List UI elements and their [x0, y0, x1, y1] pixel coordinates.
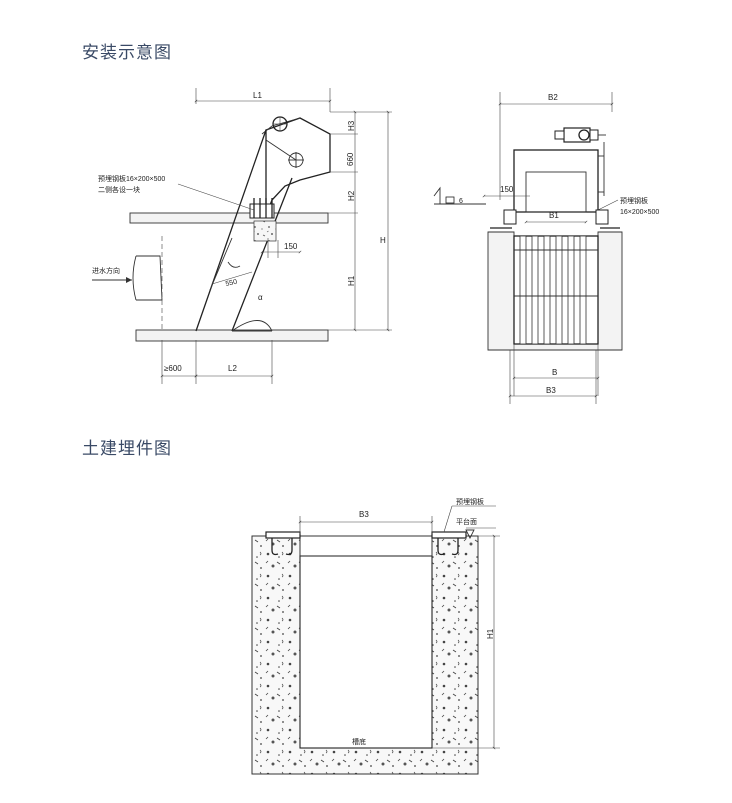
dim-150: 150 [284, 242, 298, 251]
screen-bars [514, 235, 598, 345]
dim-B3: B3 [546, 386, 556, 395]
civil-view: B3 预埋钢板 平台面 H1 槽底 [251, 497, 500, 775]
pit-void [299, 555, 433, 749]
dim-660: 660 [346, 152, 355, 166]
right-embedded-plate [431, 531, 467, 556]
weld-6: 6 [459, 198, 463, 205]
civil-dim-B3: B3 [359, 510, 369, 519]
lower-floor-slab [135, 329, 329, 342]
front-housing [513, 149, 599, 213]
side-view: L1 α 预埋钢板16×200×500 二侧各设一块 [92, 88, 392, 384]
dim-H1: H1 [347, 275, 356, 286]
dim-H2: H2 [347, 190, 356, 201]
frame-left-rail [195, 129, 267, 332]
dim-B2: B2 [548, 93, 558, 102]
plate-note-2: 二侧各设一块 [98, 185, 140, 194]
pit-bottom-label: 槽底 [352, 737, 366, 746]
civil-platform-label: 平台面 [456, 517, 477, 526]
frame-right-rail [231, 177, 293, 332]
civil-dim-H1: H1 [486, 628, 495, 639]
plate-note-1: 预埋钢板16×200×500 [98, 174, 165, 183]
civil-plate-label: 预埋钢板 [456, 497, 484, 506]
dim-L2: L2 [228, 364, 237, 373]
upper-floor-slab [129, 212, 329, 224]
flow-direction-label: 进水方向 [92, 266, 120, 275]
install-section-title: 安装示意图 [82, 43, 172, 63]
dim-550: 550 [225, 279, 238, 288]
dim-H3: H3 [347, 120, 356, 131]
dim-L1: L1 [253, 91, 262, 100]
angle-alpha: α [258, 293, 263, 302]
dim-H: H [380, 236, 386, 245]
front-dim-150: 150 [500, 185, 514, 194]
front-view: B2 150 6 B1 预埋钢板 16×200×500 [433, 92, 659, 404]
civil-section-title: 土建埋件图 [82, 439, 172, 459]
left-embedded-plate [265, 531, 301, 556]
dim-min-600: ≥600 [164, 364, 182, 373]
front-plate-note-2: 16×200×500 [620, 209, 659, 216]
dim-B1: B1 [549, 211, 559, 220]
front-plate-note-1: 预埋钢板 [620, 196, 648, 205]
dim-B: B [552, 368, 557, 377]
